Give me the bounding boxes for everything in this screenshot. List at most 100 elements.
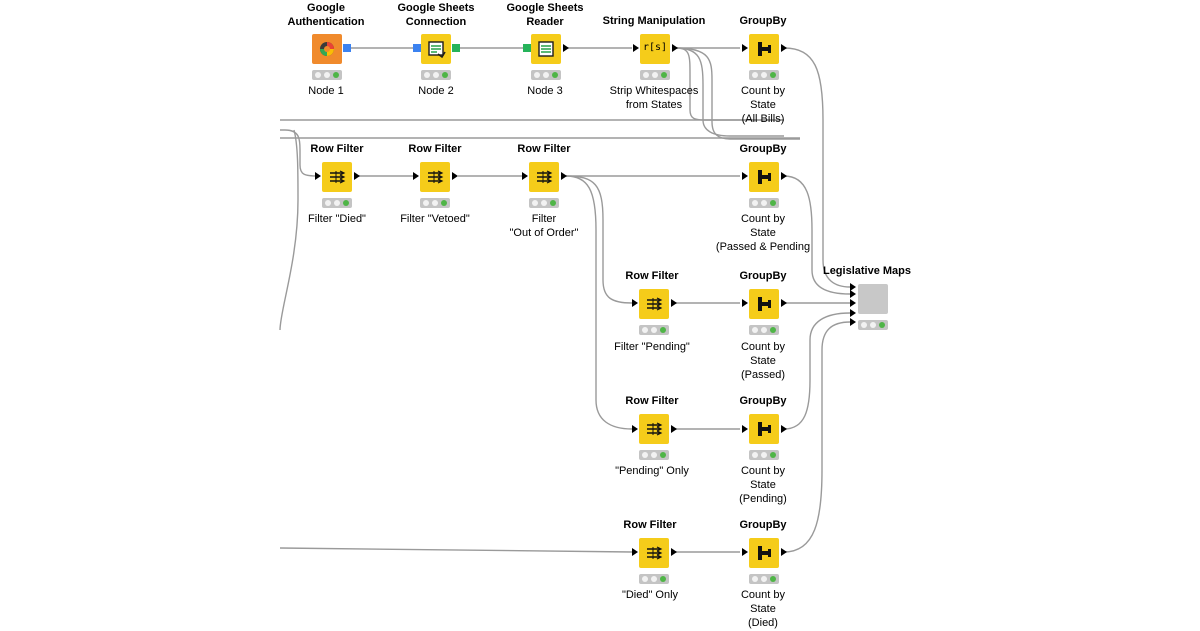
connection[interactable]: [783, 175, 851, 295]
sheets-connection-icon[interactable]: [421, 34, 451, 64]
status-indicator: [640, 70, 670, 80]
output-port[interactable]: [354, 172, 360, 180]
connection[interactable]: [279, 547, 633, 553]
connection[interactable]: [783, 47, 851, 288]
node-title: Google Sheets: [506, 2, 584, 14]
node-label[interactable]: "Died" Only: [621, 589, 679, 601]
node-label[interactable]: (All Bills): [741, 113, 785, 125]
component-icon[interactable]: [858, 284, 888, 314]
node-label[interactable]: (Passed): [740, 369, 786, 381]
node-label[interactable]: State: [750, 99, 776, 111]
output-port[interactable]: [671, 299, 677, 307]
node-title: Google: [307, 2, 345, 14]
output-port[interactable]: [781, 548, 787, 556]
node-label[interactable]: Node 1: [308, 85, 344, 97]
input-port[interactable]: [413, 44, 421, 52]
row-filter-icon[interactable]: [639, 538, 669, 568]
output-port[interactable]: [781, 425, 787, 433]
node-label[interactable]: Node 2: [418, 85, 454, 97]
node-label[interactable]: Count by: [740, 465, 786, 477]
groupby-icon[interactable]: [749, 162, 779, 192]
output-port[interactable]: [671, 548, 677, 556]
node-label[interactable]: "Out of Order": [509, 227, 579, 239]
connection[interactable]: [279, 129, 299, 331]
row-filter-icon[interactable]: [639, 289, 669, 319]
status-indicator: [529, 198, 559, 208]
output-port[interactable]: [563, 44, 569, 52]
node-label[interactable]: State: [750, 479, 776, 491]
node-title: Row Filter: [408, 143, 462, 155]
status-indicator: [420, 198, 450, 208]
row-filter-icon[interactable]: [420, 162, 450, 192]
node-label[interactable]: State: [750, 355, 776, 367]
node-title: Row Filter: [623, 519, 677, 531]
input-port[interactable]: [632, 299, 638, 307]
input-port[interactable]: [742, 548, 748, 556]
node-label[interactable]: Filter "Died": [308, 213, 366, 225]
groupby-icon[interactable]: [749, 289, 779, 319]
node-label[interactable]: Count by: [740, 341, 786, 353]
node-label[interactable]: State: [750, 227, 776, 239]
row-filter-icon[interactable]: [322, 162, 352, 192]
node-label[interactable]: State: [750, 603, 776, 615]
groupby-icon[interactable]: [749, 34, 779, 64]
node-label[interactable]: "Pending" Only: [615, 465, 689, 477]
status-indicator: [858, 320, 888, 330]
output-port[interactable]: [671, 425, 677, 433]
status-indicator: [639, 450, 669, 460]
node-title: Legislative Maps: [822, 265, 912, 277]
output-port[interactable]: [452, 44, 460, 52]
input-port[interactable]: [850, 309, 856, 317]
connection[interactable]: [565, 175, 633, 304]
output-port[interactable]: [343, 44, 351, 52]
input-port[interactable]: [632, 548, 638, 556]
row-filter-icon[interactable]: [639, 414, 669, 444]
output-port[interactable]: [781, 44, 787, 52]
groupby-icon[interactable]: [749, 414, 779, 444]
input-port[interactable]: [522, 172, 528, 180]
node-label[interactable]: (Pending): [739, 493, 787, 505]
connection[interactable]: [783, 312, 851, 430]
status-indicator: [312, 70, 342, 80]
node-label[interactable]: Count by: [740, 85, 786, 97]
node-label[interactable]: (Passed & Pending: [715, 241, 811, 253]
node-label[interactable]: (Died): [748, 617, 778, 629]
node-label[interactable]: Count by: [740, 213, 786, 225]
input-port[interactable]: [742, 425, 748, 433]
node-label[interactable]: Count by: [740, 589, 786, 601]
output-port[interactable]: [561, 172, 567, 180]
node-title: GroupBy: [739, 270, 787, 282]
output-port[interactable]: [781, 172, 787, 180]
node-label[interactable]: Filter: [531, 213, 557, 225]
input-port[interactable]: [850, 299, 856, 307]
sheets-reader-icon[interactable]: [531, 34, 561, 64]
row-filter-icon[interactable]: [529, 162, 559, 192]
input-port[interactable]: [523, 44, 531, 52]
input-port[interactable]: [632, 425, 638, 433]
node-title: Row Filter: [625, 270, 679, 282]
input-port[interactable]: [742, 44, 748, 52]
input-port[interactable]: [742, 299, 748, 307]
output-port[interactable]: [781, 299, 787, 307]
input-port[interactable]: [850, 283, 856, 291]
node-label[interactable]: from States: [625, 99, 683, 111]
connection[interactable]: [280, 129, 319, 177]
string-manipulation-icon[interactable]: r[s]: [640, 34, 670, 64]
groupby-icon[interactable]: [749, 538, 779, 568]
input-port[interactable]: [413, 172, 419, 180]
input-port[interactable]: [742, 172, 748, 180]
connection[interactable]: [565, 175, 633, 430]
node-label[interactable]: Strip Whitespaces: [609, 85, 699, 97]
input-port[interactable]: [850, 290, 856, 298]
node-label[interactable]: Node 3: [527, 85, 563, 97]
node-label[interactable]: Filter "Pending": [614, 341, 690, 353]
google-auth-icon[interactable]: [312, 34, 342, 64]
output-port[interactable]: [672, 44, 678, 52]
input-port[interactable]: [633, 44, 639, 52]
connection[interactable]: [783, 321, 851, 553]
node-label[interactable]: Filter "Vetoed": [400, 213, 470, 225]
input-port[interactable]: [850, 318, 856, 326]
output-port[interactable]: [452, 172, 458, 180]
input-port[interactable]: [315, 172, 321, 180]
